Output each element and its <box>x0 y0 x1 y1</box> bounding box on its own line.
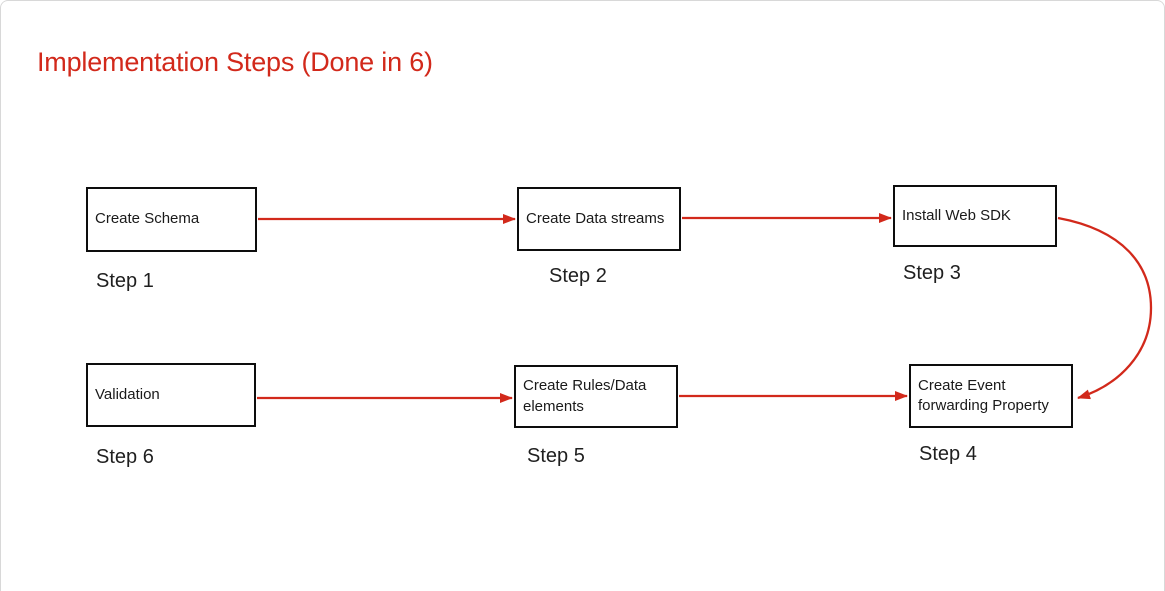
step-box-create-schema: Create Schema <box>86 187 257 252</box>
slide-title: Implementation Steps (Done in 6) <box>37 47 433 77</box>
step-box-create-event-forwarding-property: Create Event forwarding Property <box>909 364 1073 428</box>
step-caption-6: Step 6 <box>96 446 154 468</box>
step-caption-5: Step 5 <box>527 445 585 467</box>
step-box-label: Create Data streams <box>526 209 665 227</box>
step-caption-3: Step 3 <box>903 262 961 284</box>
step-box-label: Create Schema <box>95 210 200 228</box>
step-box-label: Install Web SDK <box>902 206 1011 224</box>
step-caption-4: Step 4 <box>919 443 977 465</box>
step-box-create-data-streams: Create Data streams <box>517 187 681 251</box>
step-box-install-web-sdk: Install Web SDK <box>893 185 1057 247</box>
step-box-label: Create Rules/Data elements <box>523 377 647 415</box>
step-box-label: Create Event forwarding Property <box>918 376 1049 414</box>
step-box-validation: Validation <box>86 363 256 427</box>
step-caption-2: Step 2 <box>549 265 607 287</box>
step-box-label: Validation <box>95 385 160 403</box>
step-caption-1: Step 1 <box>96 270 154 292</box>
step-box-create-rules-data-elements: Create Rules/Data elements <box>514 365 678 428</box>
